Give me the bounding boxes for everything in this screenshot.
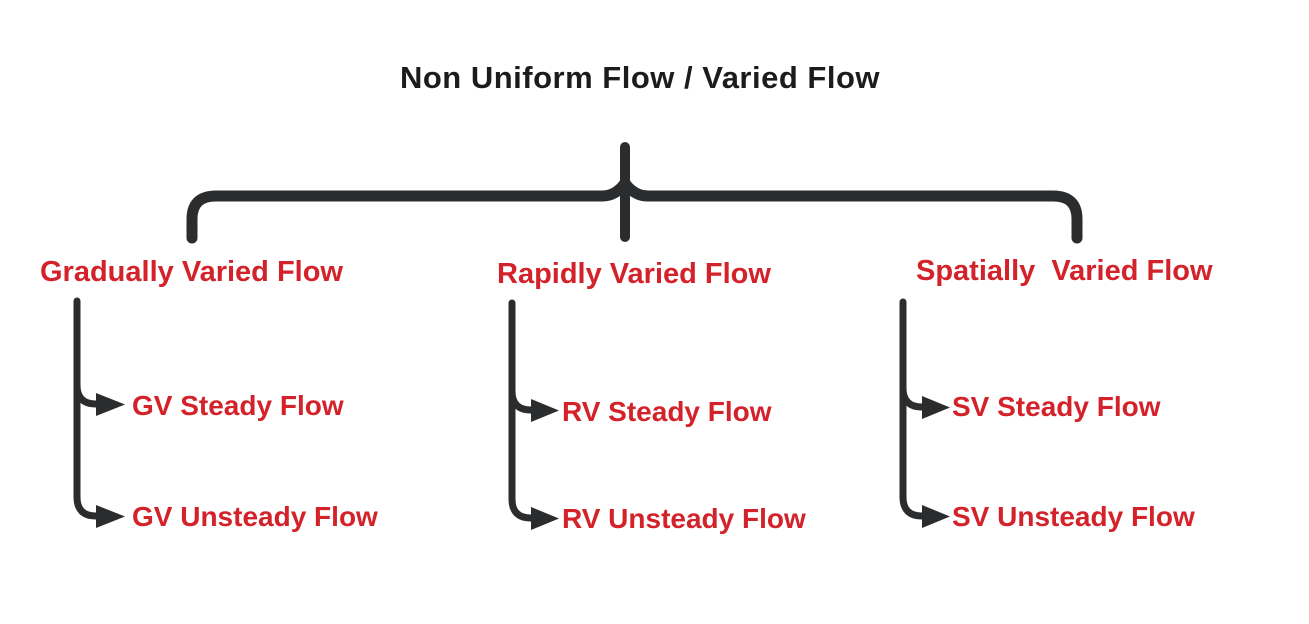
branch-label-rapidly-varied-flow: Rapidly Varied Flow	[497, 258, 771, 290]
leaf-label-sv-unsteady-flow: SV Unsteady Flow	[952, 501, 1195, 532]
diagram-title: Non Uniform Flow / Varied Flow	[399, 60, 880, 95]
arrow-icon	[531, 399, 559, 422]
branch-elbow-rv-steady	[508, 387, 535, 414]
arrow-icon	[922, 505, 950, 528]
leaf-label-rv-steady-flow: RV Steady Flow	[562, 396, 772, 427]
leaf-label-sv-steady-flow: SV Steady Flow	[952, 391, 1161, 422]
branch-line-spatially	[899, 298, 926, 520]
arrow-icon	[922, 396, 950, 419]
branch-label-gradually-varied-flow: Gradually Varied Flow	[40, 256, 343, 288]
brace	[186, 173, 1083, 244]
branch-label-spatially-varied-flow: Spatially Varied Flow	[916, 255, 1213, 287]
leaf-label-rv-unsteady-flow: RV Unsteady Flow	[562, 503, 806, 534]
branch-line-rapidly	[508, 299, 535, 522]
branch-line-gradually	[73, 297, 100, 520]
branch-elbow-sv-steady	[899, 384, 926, 411]
branch-elbow-gv-steady	[73, 381, 100, 408]
arrow-icon	[96, 393, 125, 416]
leaf-label-gv-steady-flow: GV Steady Flow	[132, 390, 344, 421]
leaf-label-gv-unsteady-flow: GV Unsteady Flow	[132, 501, 378, 532]
arrow-icon	[96, 505, 125, 528]
arrow-icon	[531, 507, 559, 530]
